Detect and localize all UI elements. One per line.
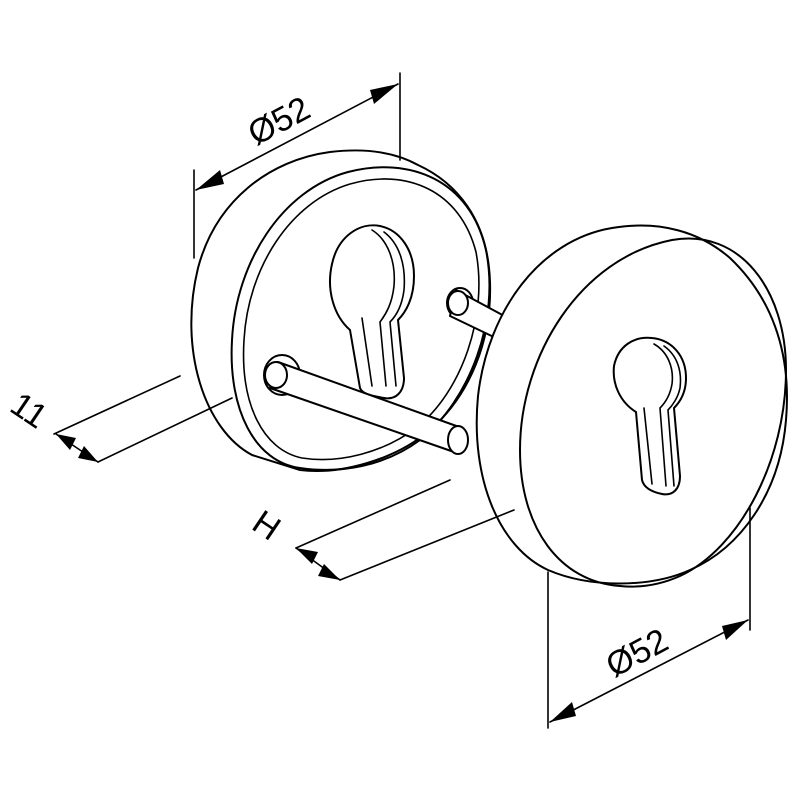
front-rosette	[475, 224, 788, 588]
rear-thickness-label: 11	[4, 385, 55, 436]
front-thickness-label: H	[246, 503, 288, 548]
rear-diameter-label: Ø52	[242, 89, 317, 153]
front-keyhole	[612, 336, 687, 496]
connecting-rods	[264, 289, 509, 455]
rear-keyhole	[329, 224, 415, 400]
front-diameter-label: Ø52	[600, 621, 675, 685]
front-thickness-dimension: H	[246, 479, 515, 581]
rear-thickness-dimension: 11	[4, 375, 233, 463]
